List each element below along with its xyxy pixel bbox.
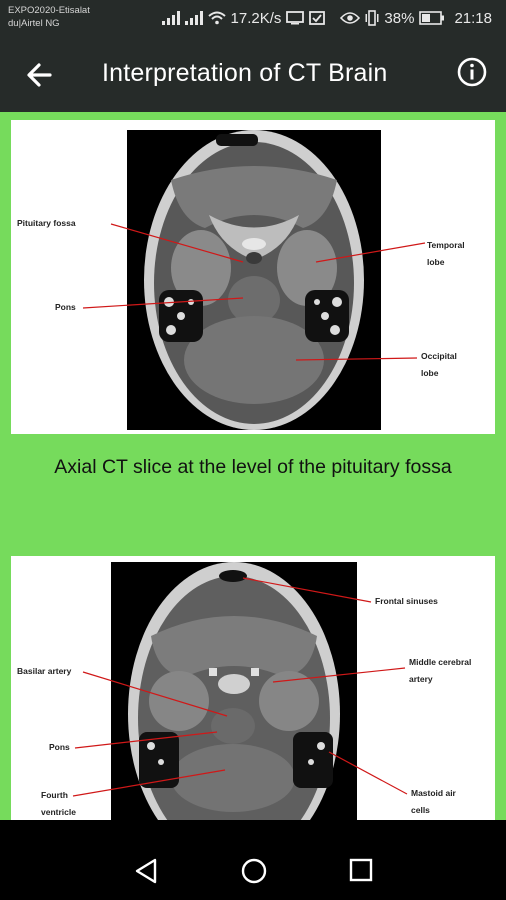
- content-scroll-area[interactable]: Pituitary fossa Pons Temporal lobe Occip…: [0, 112, 506, 820]
- label-pons: Pons: [55, 302, 76, 312]
- carrier-line-2: du|Airtel NG: [8, 18, 60, 29]
- clock: 21:18: [454, 9, 492, 27]
- label-mastoid-air-cells: Mastoid air cells: [411, 788, 456, 816]
- label-basilar-artery: Basilar artery: [17, 666, 72, 676]
- vibrate-icon: [365, 10, 379, 26]
- label-middle-cerebral-line-1: Middle cerebral: [409, 657, 472, 667]
- battery-icon: [419, 11, 445, 25]
- network-speed: 17.2K/s: [230, 9, 282, 27]
- system-nav-bar: [0, 842, 506, 900]
- circle-home-icon[interactable]: [240, 857, 268, 885]
- label-middle-cerebral-line-2: artery: [409, 674, 433, 684]
- battery-percent: 38%: [384, 9, 415, 27]
- label-occipital-line-1: Occipital: [421, 351, 457, 361]
- carrier-info: EXPO2020-Etisalat du|Airtel NG: [8, 4, 90, 30]
- carrier-line-1: EXPO2020-Etisalat: [8, 5, 90, 16]
- signal-icon: [161, 11, 180, 25]
- ct-scan-image: [72, 562, 408, 820]
- checkbox-icon: [309, 11, 326, 25]
- arrow-left-icon[interactable]: [22, 58, 56, 92]
- label-pons: Pons: [49, 742, 70, 752]
- label-occipital-line-2: lobe: [421, 368, 439, 378]
- page-title: Interpretation of CT Brain: [102, 59, 388, 87]
- square-recents-icon[interactable]: [349, 858, 373, 882]
- label-temporal-line-1: Temporal: [427, 240, 465, 250]
- ct-scan-image: [82, 130, 426, 430]
- label-mastoid-line-2: cells: [411, 805, 430, 815]
- label-middle-cerebral-artery: Middle cerebral artery: [409, 657, 471, 685]
- ct-image-card: Pituitary fossa Pons Temporal lobe Occip…: [11, 120, 495, 434]
- label-frontal-sinuses: Frontal sinuses: [375, 596, 438, 606]
- eye-icon: [340, 12, 361, 24]
- screen-cast-icon: [286, 11, 305, 25]
- ct-image-card: Frontal sinuses Basilar artery Middle ce…: [11, 556, 495, 820]
- label-temporal-line-2: lobe: [427, 257, 445, 267]
- triangle-back-icon[interactable]: [133, 857, 159, 885]
- app-bar: Interpretation of CT Brain: [0, 36, 506, 112]
- status-bar: EXPO2020-Etisalat du|Airtel NG 17.2K/s 3…: [0, 0, 506, 36]
- label-fourth-ventricle: Fourth ventricle: [41, 790, 76, 818]
- image-caption: Axial CT slice at the level of the pitui…: [54, 456, 452, 478]
- wifi-icon: [207, 11, 226, 25]
- signal-icon: [184, 11, 203, 25]
- label-fourth-line-2: ventricle: [41, 807, 76, 817]
- info-icon[interactable]: [456, 56, 488, 88]
- label-temporal-lobe: Temporal lobe: [427, 240, 465, 268]
- label-occipital-lobe: Occipital lobe: [421, 351, 457, 379]
- status-icons: 17.2K/s 38% 21:18: [161, 7, 492, 29]
- label-fourth-line-1: Fourth: [41, 790, 68, 800]
- label-mastoid-line-1: Mastoid air: [411, 788, 456, 798]
- label-pituitary-fossa: Pituitary fossa: [17, 218, 76, 228]
